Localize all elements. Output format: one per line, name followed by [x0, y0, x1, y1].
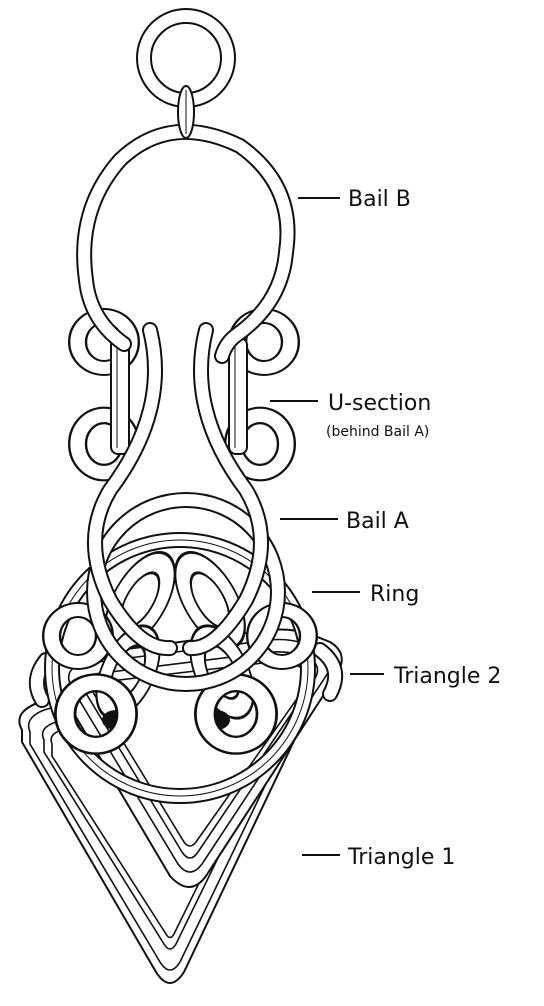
top-link [178, 86, 194, 138]
triangle-1-label: Triangle 1 [347, 845, 455, 870]
bail-a-label: Bail A [346, 509, 409, 534]
bail-b-label: Bail B [348, 187, 411, 212]
u-section-note: (behind Bail A) [326, 424, 429, 440]
u-section-label: U-section [328, 391, 431, 416]
triangle-2-label: Triangle 2 [393, 664, 501, 689]
ring-label: Ring [370, 582, 419, 607]
